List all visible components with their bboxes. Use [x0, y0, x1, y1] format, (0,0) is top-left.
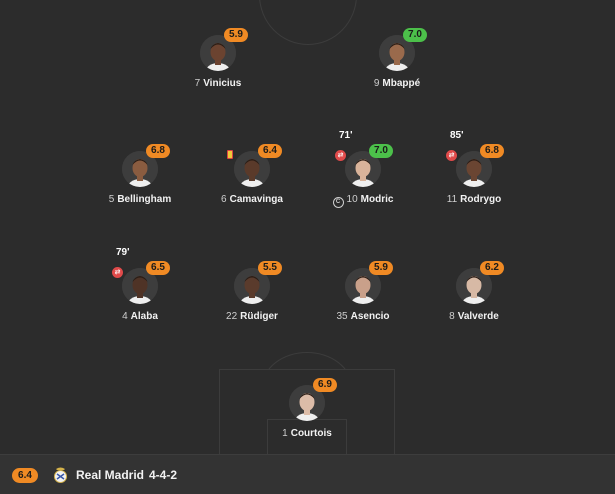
player-rating: 5.9	[369, 261, 393, 275]
substitution-time: 71'	[339, 130, 353, 141]
player-rating: 6.4	[258, 144, 282, 158]
substitution-time: 79'	[116, 247, 130, 258]
substitution-icon: ⇄	[111, 266, 124, 279]
player-rating: 6.8	[146, 144, 170, 158]
player-rating: 7.0	[403, 28, 427, 42]
player-rating: 5.5	[258, 261, 282, 275]
substitution-time: 85'	[450, 130, 464, 141]
player-rating: 7.0	[369, 144, 393, 158]
player-rating: 6.8	[480, 144, 504, 158]
substitution-icon: ⇄	[334, 149, 347, 162]
team-footer: 6.4 Real Madrid 4-4-2	[0, 454, 615, 494]
captain-icon: C	[332, 197, 344, 208]
player-rating: 6.2	[480, 261, 504, 275]
player-rating: 6.9	[313, 378, 337, 392]
real-madrid-crest-icon	[54, 467, 67, 483]
team-rating-badge: 6.4	[12, 468, 38, 483]
player-rating: 5.9	[224, 28, 248, 42]
player-rating: 6.5	[146, 261, 170, 275]
player-photo	[234, 268, 270, 304]
team-name: Real Madrid	[76, 468, 145, 482]
substitution-icon: ⇄	[445, 149, 458, 162]
yellow-card-icon	[224, 149, 236, 161]
player-photo	[122, 151, 158, 187]
goal-box	[267, 419, 347, 454]
formation-label: 4-4-2	[149, 468, 178, 482]
